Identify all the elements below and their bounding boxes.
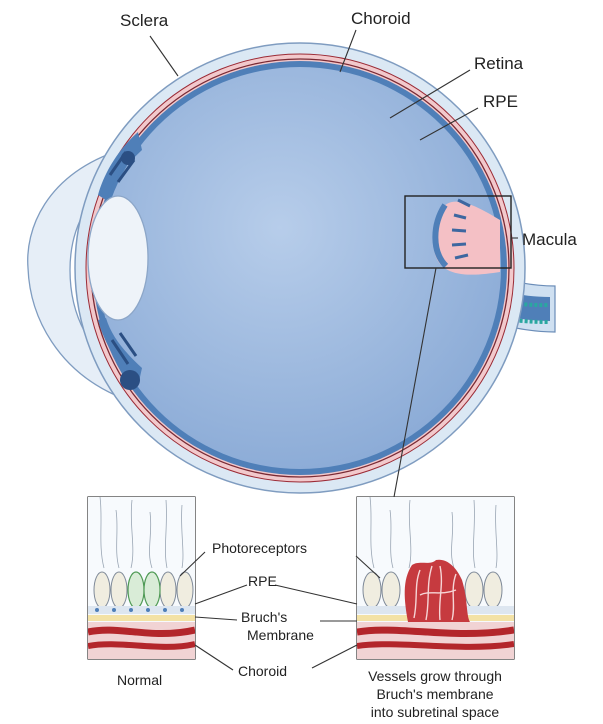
normal-inset (88, 497, 195, 659)
label-macula: Macula (522, 230, 577, 249)
eyeball (28, 43, 555, 493)
caption-line-3: into subretinal space (371, 704, 500, 720)
label-rpe-bottom: RPE (248, 573, 277, 589)
label-retina: Retina (474, 54, 524, 73)
sclera-leader (150, 36, 178, 76)
label-rpe-top: RPE (483, 92, 518, 111)
label-photoreceptors: Photoreceptors (212, 540, 307, 556)
caption-line-1: Vessels grow through (368, 668, 502, 684)
label-sclera: Sclera (120, 11, 169, 30)
label-bruchs-line1: Bruch's (241, 609, 287, 625)
label-bruchs-line2: Membrane (247, 627, 314, 643)
label-normal: Normal (117, 672, 162, 688)
caption-line-2: Bruch's membrane (376, 686, 493, 702)
lens (88, 196, 148, 320)
label-choroid-top: Choroid (351, 9, 411, 28)
label-choroid-bottom: Choroid (238, 663, 287, 679)
vessel-growth-inset (357, 497, 514, 659)
